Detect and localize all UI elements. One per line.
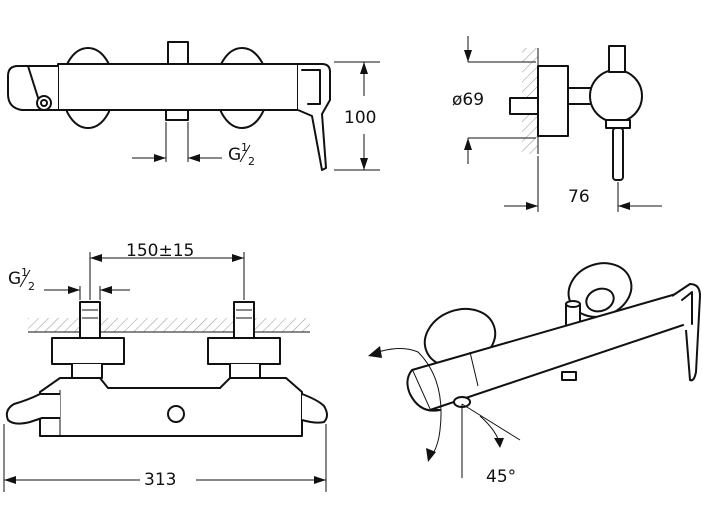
side-view-inlet [509,97,539,115]
iso-spout-end [406,369,441,412]
top-view: G 1 2 100 [7,41,380,171]
top-view-thread-numerator: 1 [241,141,248,154]
top-view-spout-edge [27,65,41,105]
dim-height-label: 100 [344,108,376,128]
front-view-handle [301,393,328,424]
front-view: 150±15 G 1 2 313 [3,241,328,492]
front-view-thread-label: G [8,269,21,289]
top-view-handle [297,63,331,171]
side-view-body [589,69,643,123]
top-view-outlet [36,95,52,111]
front-view-left-rosette [51,337,125,365]
side-view-rosette [537,65,569,137]
front-view-left-connector [71,364,103,379]
front-view-left-thread [79,301,101,339]
iso-handle-inner [681,291,693,325]
top-view-outlet-inner [40,99,48,107]
iso-right-rosette-inner [585,287,615,313]
front-view-right-rosette [207,337,281,365]
top-view-upper-stem [167,41,189,65]
front-view-thread-numerator: 1 [21,266,28,279]
dim-depth-label: 76 [568,187,590,207]
dim-angle-label: 45° [486,467,516,487]
top-view-handle-inner [301,69,321,105]
front-view-thread-denominator: 2 [28,280,35,293]
side-view: ø69 76 [452,36,662,212]
side-view-top-stem [608,45,626,73]
front-view-right-thread [233,301,255,339]
iso-handle [671,283,701,382]
top-view-body [57,63,299,111]
iso-lower-stem [561,371,577,381]
front-view-center-button [167,405,185,423]
dim-diameter-label: ø69 [452,90,484,110]
front-view-spout [5,393,60,425]
iso-angle-diagonal [461,403,521,441]
top-view-thread-denominator: 2 [248,155,255,168]
iso-rotation-arc [371,348,442,459]
top-view-thread-label: G [228,145,241,165]
dim-total-width-label: 313 [144,470,176,490]
side-view-lever [612,127,624,181]
side-view-collar [605,119,631,129]
dim-inlet-spacing-label: 150±15 [126,241,194,261]
top-view-lower-stem [165,109,189,121]
front-view-wall-hatch [28,318,310,332]
front-view-right-connector [229,364,261,379]
isometric-view: 45° [368,262,701,487]
